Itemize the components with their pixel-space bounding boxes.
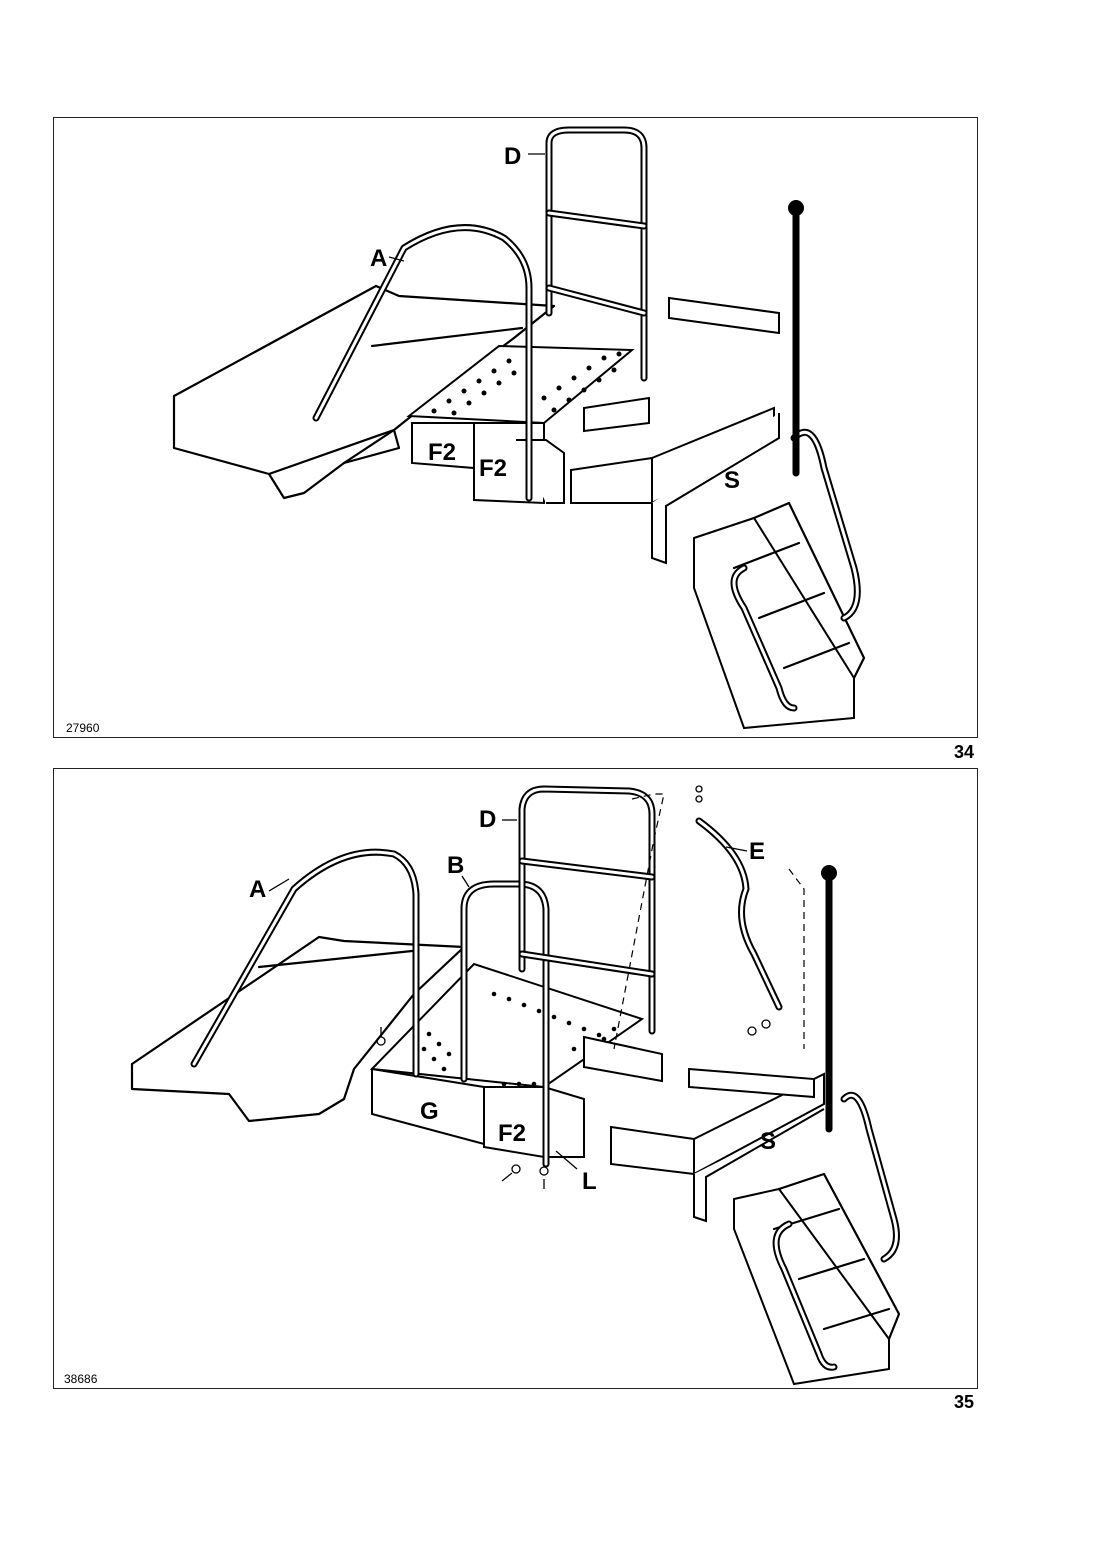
ladder-rung-3 [822,1307,891,1331]
ladder-rung-3 [782,641,851,670]
leader-b [461,875,470,888]
callout-f2-right: F2 [479,455,507,482]
ladder-stringer-right [777,1172,901,1341]
platform-deck [406,344,635,425]
callout-a: A [249,876,266,903]
machine-body-outline [130,935,466,1123]
ladder-rung-2 [757,591,826,620]
leader-l [555,1150,578,1170]
callout-s: S [724,467,740,494]
figure-34-illustration: A D F2 F2 S [172,126,866,730]
callout-a: A [370,245,387,272]
callout-f2-left: F2 [428,439,456,466]
figure-34-frame: A D F2 F2 S 27960 [53,117,978,738]
ladder-rung-1 [732,541,801,570]
pole-knob [788,200,804,216]
support-beam [583,1035,663,1083]
support-beam [583,396,650,433]
slide-beam-front [570,456,653,504]
slide-side-plate [651,413,780,565]
platform-deck [369,962,645,1089]
handrail-a-brace [257,949,414,969]
ladder-handrail-right [840,1091,900,1263]
phantom-line-s [788,868,805,1049]
ladder-stringer-left [693,516,855,730]
callout-b: B [447,852,464,879]
slide-side-plate [693,1108,825,1223]
pole-knob [821,865,837,881]
figure-35-illustration: A B D E G F2 L S [130,785,901,1386]
callout-f2: F2 [498,1120,526,1147]
slide-beam-front [610,1125,695,1176]
slide-beam-rear [688,1067,815,1099]
handrail-a-brace [370,326,524,348]
ladder-stringer-right [752,501,866,680]
leader-e [725,846,748,852]
machine-body-edge [267,428,401,476]
figure-35-frame: A B D E G F2 L S 38686 [53,768,978,1389]
callout-d: D [479,806,496,833]
callout-s: S [760,1128,776,1155]
callout-l: L [582,1168,597,1195]
ladder-handrail-right [790,428,861,622]
slide-rail [651,406,775,505]
ladder-rung-2 [797,1257,866,1281]
callout-d: D [504,143,521,170]
bracket-l [543,1085,585,1158]
leader-a [268,878,290,892]
figure-number: 34 [954,742,975,762]
drawing-id: 27960 [66,721,100,735]
slide-beam-rear [668,296,780,335]
slide-rail [693,1072,825,1176]
figure-number: 35 [954,1392,975,1412]
fasteners [376,785,771,1189]
callout-e: E [749,838,765,865]
phantom-line-d [613,793,665,1050]
drawing-id: 38686 [64,1372,98,1386]
callout-g: G [420,1098,439,1125]
handrail-d [545,126,648,382]
leader-a [388,256,405,262]
